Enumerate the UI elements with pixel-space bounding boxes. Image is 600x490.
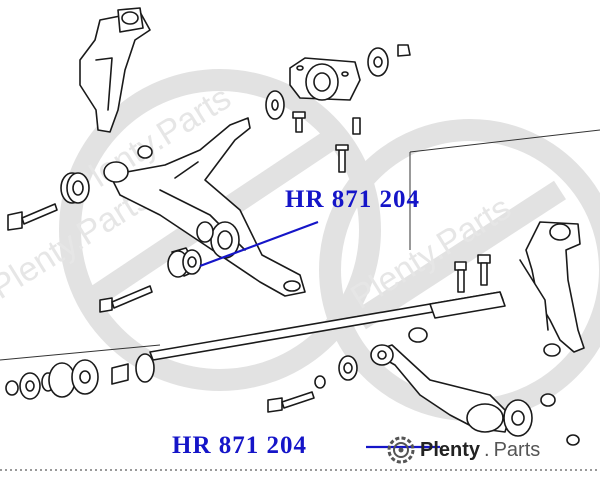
guide-line-left <box>0 344 161 361</box>
bolt-middle <box>99 285 153 313</box>
strut-rod-bushings <box>5 353 155 400</box>
construction-lines <box>0 129 600 471</box>
lower-wishbone <box>370 344 533 437</box>
watermark-brand-name: Plenty <box>420 438 481 461</box>
gear-logo-icon <box>387 436 415 464</box>
part-number-label-top: HR 871 204 <box>285 186 420 213</box>
parts <box>5 7 585 446</box>
bolts-right <box>454 254 491 293</box>
small-hardware-lower <box>267 327 580 446</box>
guide-line-upper <box>409 129 600 153</box>
bushing-bracket-upper <box>289 57 361 101</box>
watermark-brand-dot: . <box>484 438 490 461</box>
leader-lines <box>199 220 440 449</box>
small-hardware-upper <box>265 44 411 173</box>
bushing-left <box>7 145 153 231</box>
watermark-ring-left <box>59 69 381 391</box>
steering-knuckle-lower-right <box>519 221 585 357</box>
leader-line-top <box>199 220 319 268</box>
watermark-brand-suffix: Parts <box>493 438 541 461</box>
bushing-hr871204-upper <box>167 247 202 278</box>
watermark-brand: Plenty.Parts <box>386 435 540 465</box>
steering-knuckle-upper-left <box>79 7 151 133</box>
strut-rod <box>149 291 506 361</box>
part-number-label-bottom: HR 871 204 <box>172 432 307 459</box>
watermark-slash-right <box>354 180 566 330</box>
lower-control-arm <box>103 117 306 297</box>
